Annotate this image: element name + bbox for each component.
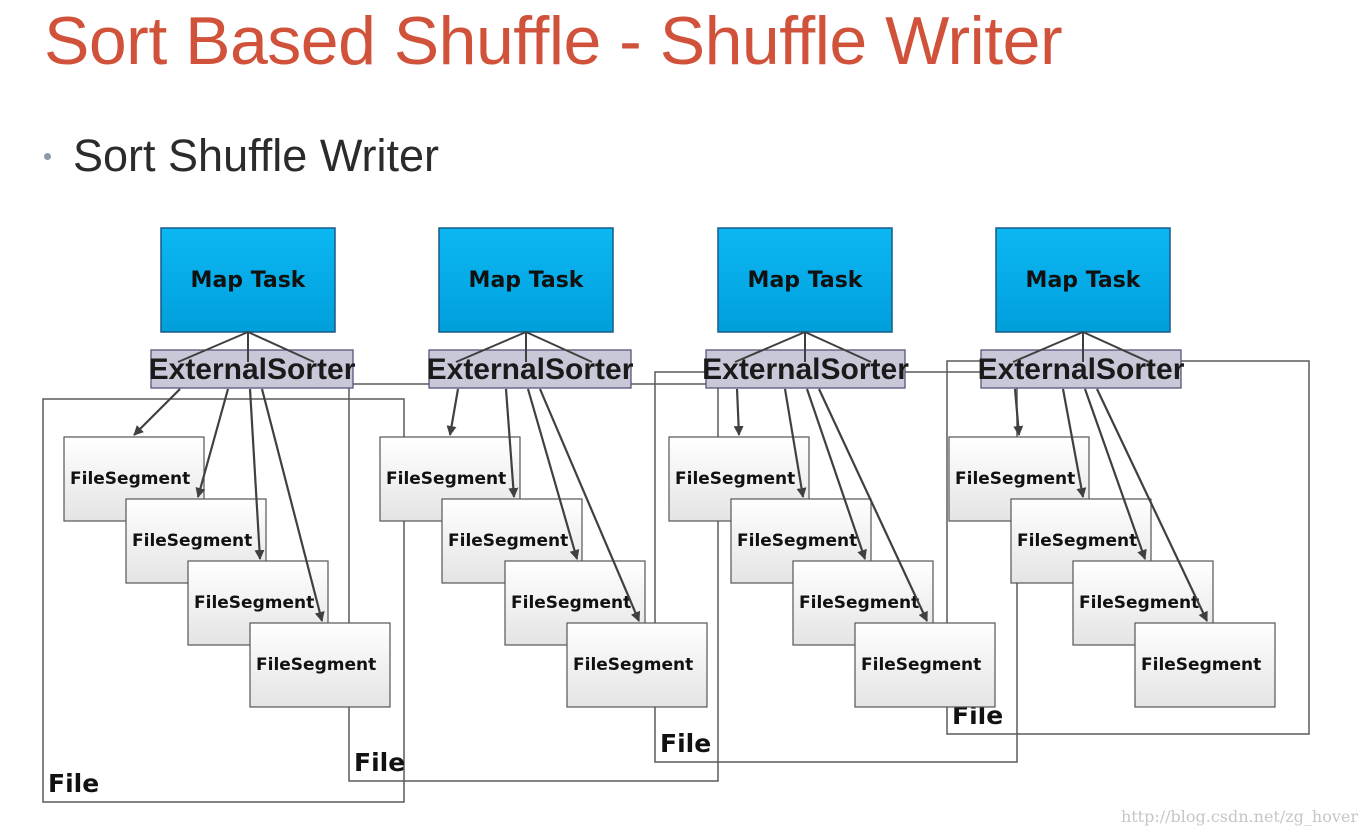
external-sorter: ExternalSorter <box>978 349 1185 389</box>
file-segment-label: FileSegment <box>70 469 190 489</box>
segment-arrow <box>1096 388 1208 622</box>
segment-arrow <box>818 388 928 622</box>
map-task: Map Task <box>438 227 614 333</box>
connector-line <box>734 331 806 363</box>
segment-arrow <box>133 388 181 436</box>
file-label: File <box>48 769 99 798</box>
file-segment: FileSegment <box>566 622 708 708</box>
file-segment: FileSegment <box>854 622 996 708</box>
segment-arrow <box>248 388 265 560</box>
file-segment: FileSegment <box>249 622 391 708</box>
file-segment-label: FileSegment <box>955 469 1075 489</box>
file-segment-label: FileSegment <box>194 593 314 613</box>
watermark-text: http://blog.csdn.net/zg_hover <box>1120 807 1358 826</box>
file-segment-label: FileSegment <box>675 469 795 489</box>
file-segment-label: FileSegment <box>256 655 376 675</box>
connector-line <box>525 331 593 363</box>
file-segment-label: FileSegment <box>573 655 693 675</box>
map-task-label: Map Task <box>748 268 864 293</box>
connector-line <box>1082 331 1150 363</box>
file-segment-label: FileSegment <box>861 655 981 675</box>
external-sorter-box <box>428 349 632 389</box>
map-task-label: Map Task <box>1026 268 1142 293</box>
segment-arrow <box>783 388 807 498</box>
segment-arrow <box>526 388 580 560</box>
file-segment-box <box>1134 622 1276 708</box>
map-task: Map Task <box>995 227 1171 333</box>
file-segment-box <box>854 622 996 708</box>
connector-line <box>1012 331 1084 363</box>
file-label: File <box>660 729 711 758</box>
segment-arrow <box>1083 388 1147 560</box>
segment-arrow <box>504 388 519 498</box>
segment-arrow <box>195 388 230 498</box>
segment-arrow <box>1061 388 1087 498</box>
file-segment-label: FileSegment <box>132 531 252 551</box>
map-task: Map Task <box>160 227 336 333</box>
external-sorter-label: ExternalSorter <box>427 353 634 386</box>
file-segment-label: FileSegment <box>799 593 919 613</box>
external-sorter: ExternalSorter <box>427 349 634 389</box>
map-task-box <box>160 227 336 333</box>
connector-line <box>455 331 527 363</box>
external-sorter-label: ExternalSorter <box>978 353 1185 386</box>
connector-line <box>804 331 872 363</box>
file-segment: FileSegment <box>1134 622 1276 708</box>
file-segment-label: FileSegment <box>737 531 857 551</box>
connector-line <box>177 331 249 363</box>
map-task-label: Map Task <box>469 268 585 293</box>
external-sorter-box <box>150 349 354 389</box>
slide-title: Sort Based Shuffle - Shuffle Writer <box>44 3 1063 79</box>
bullet-item: Sort Shuffle Writer <box>44 130 439 182</box>
segment-arrow <box>446 388 460 436</box>
file-segment-label: FileSegment <box>1079 593 1199 613</box>
file-segment-label: FileSegment <box>1141 655 1261 675</box>
segment-arrow <box>538 388 641 622</box>
map-task-box <box>438 227 614 333</box>
file-box <box>42 398 405 803</box>
file-segment-label: FileSegment <box>386 469 506 489</box>
map-task: Map Task <box>717 227 893 333</box>
segment-arrow <box>805 388 867 560</box>
external-sorter-label: ExternalSorter <box>149 353 356 386</box>
map-task-box <box>995 227 1171 333</box>
external-sorter-box <box>980 349 1182 389</box>
file-segment-box <box>249 622 391 708</box>
file-segment-box <box>566 622 708 708</box>
bullet-dot <box>44 152 51 160</box>
file-segment-label: FileSegment <box>511 593 631 613</box>
external-sorter: ExternalSorter <box>149 349 356 389</box>
map-task-label: Map Task <box>191 268 307 293</box>
file-segment-label: FileSegment <box>1017 531 1137 551</box>
file-label: File <box>354 748 405 777</box>
map-task-box <box>717 227 893 333</box>
bullet-text: Sort Shuffle Writer <box>73 130 439 181</box>
segment-arrow <box>733 388 744 436</box>
connector-line <box>247 331 315 363</box>
segment-arrow <box>260 388 325 622</box>
file-segment-label: FileSegment <box>448 531 568 551</box>
segment-arrow <box>1013 388 1024 436</box>
